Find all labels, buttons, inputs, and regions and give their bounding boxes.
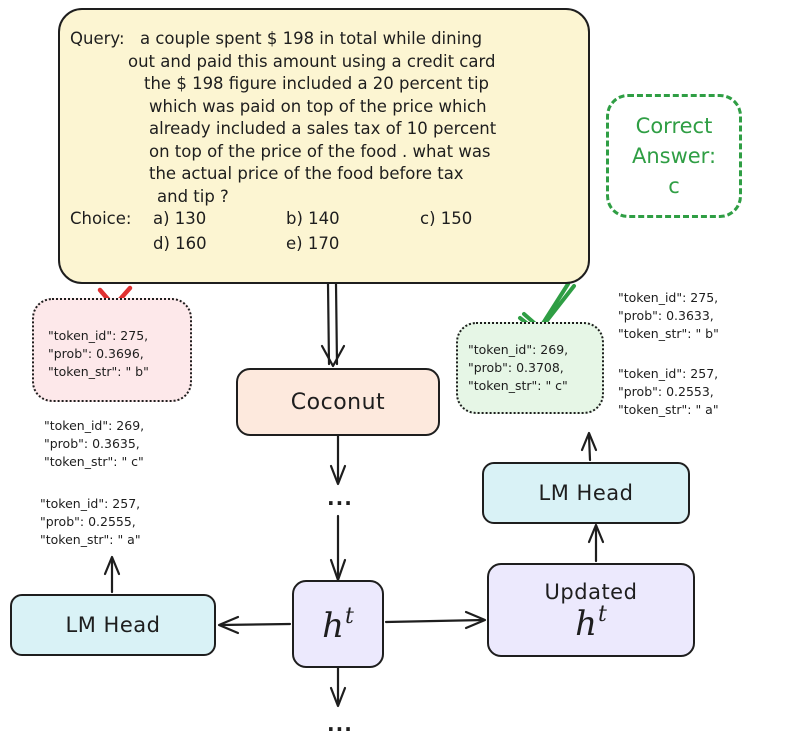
arrow-lm-head-left-to-predictions xyxy=(103,555,121,594)
middle-ellipsis: ... xyxy=(327,486,353,510)
choice-a: a) 130 xyxy=(153,209,207,228)
lm-head-right-label: LM Head xyxy=(538,481,634,505)
choice-e: e) 170 xyxy=(286,234,340,253)
right-top-token-id: "token_id": 269, xyxy=(468,342,569,357)
hidden-state-label: ht xyxy=(322,603,354,646)
updated-label: Updated xyxy=(544,579,638,604)
bottom-ellipsis: ... xyxy=(327,712,353,736)
correct-prediction-box xyxy=(456,322,604,414)
arrow-coconut-to-ellipsis xyxy=(329,434,347,486)
right-third-token-id: "token_id": 257, xyxy=(618,366,719,381)
query-label: Query: xyxy=(70,29,125,48)
query-line: a couple spent $ 198 in total while dini… xyxy=(140,29,483,48)
right-top-token-str: "token_str": " c" xyxy=(468,378,568,393)
left-top-token-str: "token_str": " b" xyxy=(48,364,149,379)
hidden-state-box: ht xyxy=(292,580,384,668)
hidden-superscript: t xyxy=(345,603,354,629)
lm-head-left-label: LM Head xyxy=(65,613,161,637)
updated-superscript: t xyxy=(598,601,607,627)
right-third-prob: "prob": 0.2553, xyxy=(618,384,714,399)
query-line: the $ 198 figure included a 20 percent t… xyxy=(144,74,490,93)
left-third-token-id: "token_id": 257, xyxy=(40,496,141,511)
answer-value: c xyxy=(668,174,680,198)
query-line: already included a sales tax of 10 perce… xyxy=(149,119,497,138)
query-line: which was paid on top of the price which xyxy=(149,96,487,116)
query-line: on top of the price of the food . what w… xyxy=(149,141,491,161)
arrow-lm-head-right-to-predictions xyxy=(580,431,598,462)
query-line: the actual price of the food before tax xyxy=(149,164,464,183)
query-box: Query: a couple spent $ 198 in total whi… xyxy=(58,8,590,284)
arrow-ellipsis-to-hidden xyxy=(329,514,347,582)
left-second-token-id: "token_id": 269, xyxy=(44,418,145,433)
lm-head-left-box: LM Head xyxy=(10,594,216,656)
choice-label: Choice: xyxy=(70,209,132,228)
left-third-token-str: "token_str": " a" xyxy=(40,532,141,547)
updated-symbol: h xyxy=(575,603,598,644)
updated-hidden-state-box: Updated ht xyxy=(487,563,695,657)
query-line: and tip ? xyxy=(157,186,229,206)
left-second-prob: "prob": 0.3635, xyxy=(44,436,140,451)
answer-label: Answer: xyxy=(631,144,717,168)
right-second-token-str: "token_str": " b" xyxy=(618,326,719,341)
arrow-query-to-coconut xyxy=(320,282,346,368)
arrow-updated-to-lm-head-right xyxy=(587,523,605,563)
lm-head-right-box: LM Head xyxy=(482,462,690,524)
left-second-token-str: "token_str": " c" xyxy=(44,454,144,469)
choice-c: c) 150 xyxy=(420,209,473,228)
query-line: out and paid this amount using a credit … xyxy=(128,51,496,71)
arrow-hidden-to-updated xyxy=(384,610,487,630)
arrow-hidden-to-lm-head-left xyxy=(217,615,292,635)
choice-b: b) 140 xyxy=(286,209,340,228)
right-top-prob: "prob": 0.3708, xyxy=(468,360,564,375)
left-top-token-id: "token_id": 275, xyxy=(48,328,149,343)
wrong-prediction-box xyxy=(32,298,192,402)
left-top-prob: "prob": 0.3696, xyxy=(48,346,144,361)
correct-answer-box: Correct Answer: c xyxy=(606,94,742,218)
choice-d: d) 160 xyxy=(153,234,207,253)
arrow-hidden-to-ellipsis xyxy=(329,666,347,708)
coconut-box: Coconut xyxy=(236,368,440,436)
correct-label: Correct xyxy=(635,114,713,138)
right-third-token-str: "token_str": " a" xyxy=(618,402,719,417)
updated-hidden-label: ht xyxy=(575,601,607,644)
hidden-symbol: h xyxy=(322,605,345,646)
coconut-label: Coconut xyxy=(290,389,386,415)
left-third-prob: "prob": 0.2555, xyxy=(40,514,136,529)
right-second-prob: "prob": 0.3633, xyxy=(618,308,714,323)
right-second-token-id: "token_id": 275, xyxy=(618,290,719,305)
